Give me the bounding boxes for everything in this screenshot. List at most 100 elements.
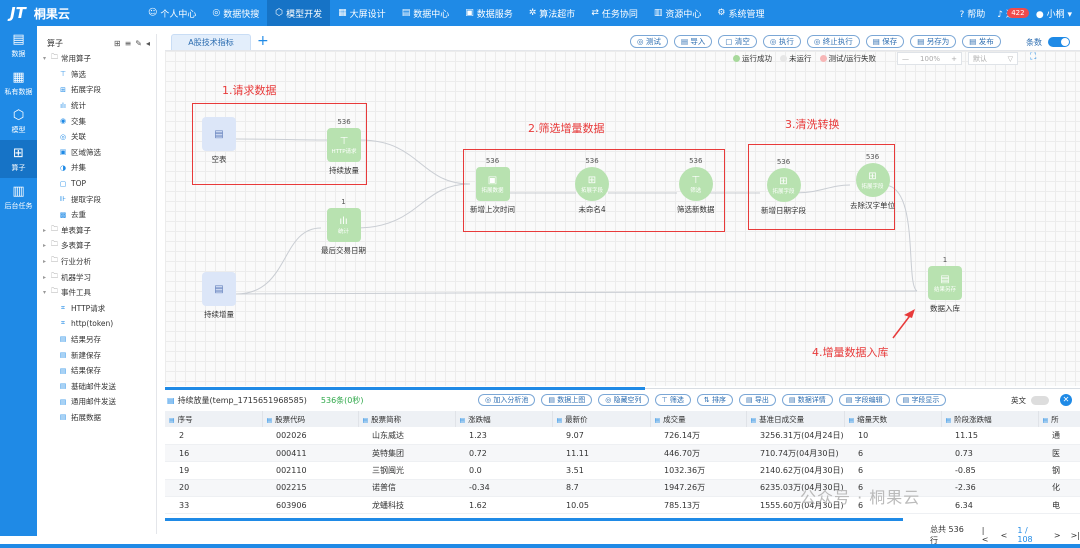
stop-button[interactable]: ◎ 终止执行 <box>806 35 860 48</box>
close-panel-button[interactable]: ✕ <box>1060 394 1072 406</box>
node-continuous-increment[interactable]: ▤ 持续增量 <box>202 262 236 320</box>
column-header[interactable]: ▤最新价 <box>552 411 651 427</box>
row-count-toggle[interactable] <box>1048 37 1070 47</box>
column-header[interactable]: ▤成交量 <box>650 411 747 427</box>
notice-button[interactable]: ♪ 通知422 <box>997 7 1029 20</box>
tree-item[interactable]: ▤拓展数据 <box>37 410 156 426</box>
last-page-button[interactable]: >| <box>1070 530 1080 540</box>
field-display-button[interactable]: ▤ 字段显示 <box>895 394 947 406</box>
sidebar-item-background-tasks[interactable]: ▥后台任务 <box>0 178 37 216</box>
node-extend-data[interactable]: 536 ▣拓展数据 新增上次时间 <box>470 157 515 215</box>
column-header[interactable]: ▤基准日成交量 <box>746 411 845 427</box>
horizontal-scrollbar[interactable] <box>165 518 903 521</box>
tree-item[interactable]: ▤结果保存 <box>37 363 156 379</box>
tab-a-share-indicators[interactable]: A股技术指标 <box>171 34 251 50</box>
node-box[interactable]: ▤结果另存 <box>928 266 962 300</box>
node-data-storage[interactable]: 1 ▤结果另存 数据入库 <box>928 256 962 314</box>
filter-button[interactable]: ⊤ 筛选 <box>654 394 691 406</box>
plot-data-button[interactable]: ▤ 数据上图 <box>541 394 593 406</box>
column-header[interactable]: ▤阶段涨跌幅 <box>941 411 1039 427</box>
tree-item[interactable]: ▤基础邮件发送 <box>37 378 156 394</box>
tree-item[interactable]: ⌗HTTP请求 <box>37 301 156 317</box>
sidebar-item-operators[interactable]: ⊞算子 <box>0 140 37 178</box>
import-button[interactable]: ▤ 导入 <box>673 35 713 48</box>
hide-empty-columns-button[interactable]: ◎ 隐藏空列 <box>598 394 649 406</box>
help-button[interactable]: ? 帮助 <box>960 7 986 20</box>
column-header[interactable]: ▤涨跌幅 <box>455 411 553 427</box>
node-filter-new-data[interactable]: 536 ⊤筛选 筛选新数据 <box>677 157 715 215</box>
test-button[interactable]: ◎ 测试 <box>630 35 668 48</box>
add-tab-button[interactable]: + <box>257 33 269 49</box>
page-indicator[interactable]: 1 / 108 <box>1017 526 1033 544</box>
pin-icon[interactable]: ✎ <box>135 39 142 48</box>
nav-screen-design[interactable]: ▦大屏设计 <box>330 0 394 26</box>
workflow-canvas[interactable] <box>165 50 1080 386</box>
nav-resource-center[interactable]: ▥资源中心 <box>646 0 710 26</box>
save-as-button[interactable]: ▤ 另存为 <box>910 35 957 48</box>
nav-model-dev[interactable]: ⬡模型开发 <box>267 0 331 26</box>
column-header[interactable]: ▤序号 <box>165 411 263 427</box>
tree-group[interactable]: ▸🗀机器学习 <box>37 269 156 285</box>
tree-group[interactable]: ▸🗀行业分析 <box>37 254 156 270</box>
nav-data-search[interactable]: ◎数据快搜 <box>204 0 267 26</box>
node-empty-table[interactable]: ▤ 空表 <box>202 107 236 165</box>
prev-page-button[interactable]: < <box>1000 530 1008 540</box>
node-box[interactable]: ⊞拓展字段 <box>766 168 801 202</box>
export-button[interactable]: ▤ 导出 <box>739 394 776 406</box>
tree-item[interactable]: ▣区域筛选 <box>37 145 156 161</box>
node-box[interactable]: ⊞拓展字段 <box>575 167 609 201</box>
english-toggle[interactable] <box>1031 396 1049 405</box>
zoom-in-button[interactable]: + <box>951 54 957 63</box>
node-box[interactable]: ⊞拓展字段 <box>855 163 890 197</box>
node-remove-chinese-units[interactable]: 536 ⊞拓展字段 去除汉字单位 <box>850 153 895 211</box>
zoom-control[interactable]: — 100% + <box>897 52 962 65</box>
grid-view-icon[interactable]: ⊞ <box>113 39 121 48</box>
sidebar-item-data[interactable]: ▤数据 <box>0 26 37 64</box>
nav-personal-center[interactable]: ☺个人中心 <box>140 0 204 26</box>
tree-item[interactable]: ▤结果另存 <box>37 332 156 348</box>
sort-button[interactable]: ⇅ 排序 <box>696 394 733 406</box>
sidebar-item-private-data[interactable]: ▦私有数据 <box>0 64 37 102</box>
clear-button[interactable]: ▢ 清空 <box>718 35 757 48</box>
list-view-icon[interactable]: ≡ <box>124 39 132 48</box>
tree-group[interactable]: ▸🗀单表算子 <box>37 223 156 239</box>
execute-button[interactable]: ◎ 执行 <box>762 35 801 48</box>
nav-algorithm-market[interactable]: ✲算法超市 <box>521 0 584 26</box>
tree-group[interactable]: ▸🗀多表算子 <box>37 238 156 254</box>
node-box[interactable]: ⊤HTTP请求 <box>327 128 361 162</box>
nav-system-admin[interactable]: ⚙系统管理 <box>709 0 772 26</box>
nav-data-center[interactable]: ▤数据中心 <box>394 0 458 26</box>
next-page-button[interactable]: > <box>1053 530 1061 540</box>
tree-item[interactable]: ⊞拓展字段 <box>37 82 156 98</box>
node-box[interactable]: ▤ <box>202 272 236 306</box>
app-logo[interactable]: JT 桐果云 <box>0 4 140 22</box>
node-add-date-field[interactable]: 536 ⊞拓展字段 新增日期字段 <box>761 158 806 216</box>
node-unnamed-4[interactable]: 536 ⊞拓展字段 未命名4 <box>575 157 609 215</box>
tree-item[interactable]: ▢TOP <box>37 176 156 192</box>
tree-item[interactable]: ⌗http(token) <box>37 316 156 332</box>
column-header[interactable]: ▤股票代码 <box>262 411 359 427</box>
tree-item[interactable]: ⊤筛选 <box>37 67 156 83</box>
column-header[interactable]: ▤缩量天数 <box>844 411 942 427</box>
collapse-icon[interactable]: ◂ <box>145 39 150 48</box>
nav-task-collab[interactable]: ⇄任务协同 <box>583 0 646 26</box>
first-page-button[interactable]: |< <box>981 526 989 544</box>
node-http-request[interactable]: 536 ⊤HTTP请求 持续放量 <box>327 118 361 176</box>
fullscreen-icon[interactable]: ⛶ <box>1030 52 1037 62</box>
data-details-button[interactable]: ▤ 数据详情 <box>781 394 833 406</box>
column-header[interactable]: ▤所 <box>1038 411 1080 427</box>
tree-item[interactable]: ◉交集 <box>37 113 156 129</box>
node-box[interactable]: ⊤筛选 <box>678 167 713 201</box>
tree-group[interactable]: ▾🗀事件工具 <box>37 285 156 301</box>
tree-item[interactable]: ◎关联 <box>37 129 156 145</box>
add-to-pool-button[interactable]: ◎ 加入分析池 <box>478 394 536 406</box>
column-header[interactable]: ▤股票简称 <box>358 411 456 427</box>
zoom-out-button[interactable]: — <box>902 54 909 63</box>
